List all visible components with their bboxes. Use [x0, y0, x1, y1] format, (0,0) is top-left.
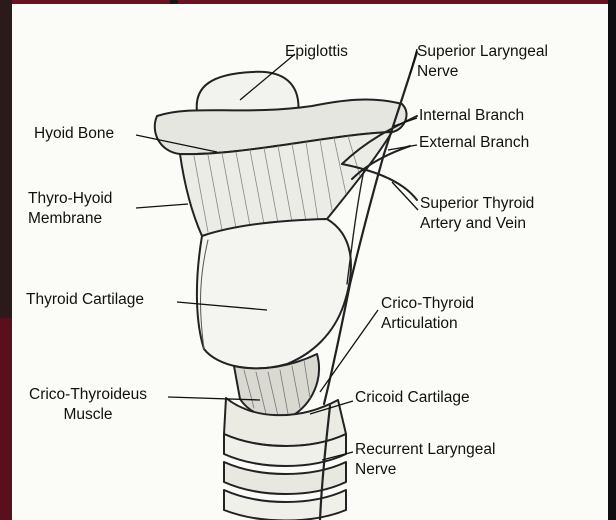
label-crico-thyroid-articulation-line-1: Crico-Thyroid [381, 294, 474, 314]
label-superior-thyroid-artery-vein: Superior Thyroid Artery and Vein [420, 194, 534, 234]
thyro-hyoid-membrane-leader [136, 204, 188, 208]
label-cricoid-cartilage: Cricoid Cartilage [355, 388, 470, 408]
label-recurrent-laryngeal-nerve-line-1: Recurrent Laryngeal [355, 440, 495, 460]
label-crico-thyroid-articulation: Crico-Thyroid Articulation [381, 294, 474, 334]
label-superior-thyroid-artery-vein-line-2: Artery and Vein [420, 214, 534, 234]
label-crico-thyroid-articulation-line-2: Articulation [381, 314, 474, 334]
label-thyro-hyoid-membrane-line-2: Membrane [28, 209, 112, 229]
label-hyoid-bone: Hyoid Bone [34, 124, 114, 144]
label-crico-thyroideus-muscle-line-2: Muscle [29, 405, 147, 425]
left-frame-edge-accent [0, 318, 12, 520]
label-recurrent-laryngeal-nerve-line-2: Nerve [355, 460, 495, 480]
superior-laryngeal-nerve-leader [410, 49, 417, 74]
label-superior-thyroid-artery-vein-line-1: Superior Thyroid [420, 194, 534, 214]
right-frame-edge [608, 0, 616, 520]
label-superior-laryngeal-nerve-line-2: Nerve [417, 62, 548, 82]
label-thyro-hyoid-membrane-line-1: Thyro-Hyoid [28, 189, 112, 209]
label-recurrent-laryngeal-nerve: Recurrent Laryngeal Nerve [355, 440, 495, 480]
label-thyro-hyoid-membrane: Thyro-Hyoid Membrane [28, 189, 112, 229]
label-external-branch: External Branch [419, 133, 529, 153]
label-superior-laryngeal-nerve: Superior Laryngeal Nerve [417, 42, 548, 82]
label-thyroid-cartilage: Thyroid Cartilage [26, 290, 144, 310]
thyroid-cartilage-shape [197, 219, 351, 368]
label-superior-laryngeal-nerve-line-1: Superior Laryngeal [417, 42, 548, 62]
diagram-sheet: Epiglottis Superior Laryngeal Nerve Hyoi… [12, 4, 608, 520]
label-crico-thyroideus-muscle: Crico-Thyroideus Muscle [29, 385, 147, 425]
label-crico-thyroideus-muscle-line-1: Crico-Thyroideus [29, 385, 147, 405]
label-internal-branch: Internal Branch [419, 106, 524, 126]
label-epiglottis: Epiglottis [285, 42, 348, 62]
